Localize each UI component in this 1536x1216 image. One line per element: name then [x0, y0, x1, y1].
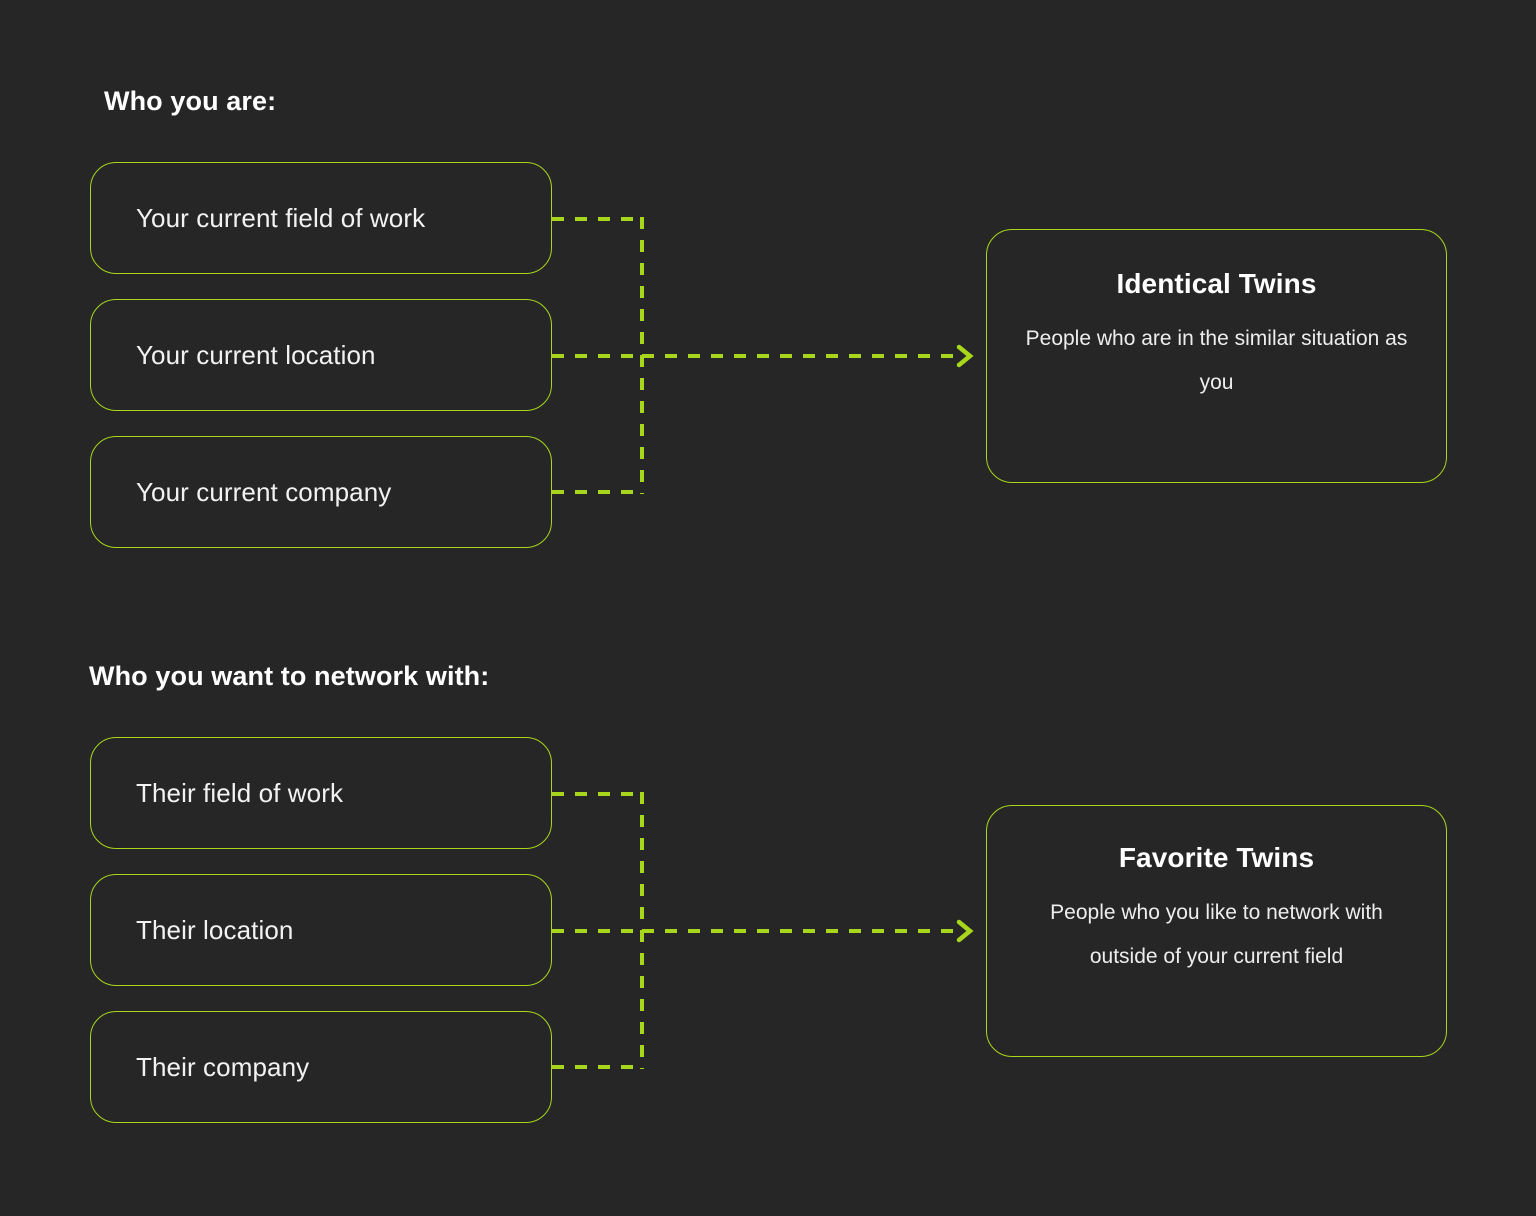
- outcome-card-identical-twins[interactable]: Identical Twins People who are in the si…: [986, 229, 1447, 483]
- section-heading-who-you-are: Who you are:: [104, 86, 277, 116]
- chevron-right-icon: [956, 919, 974, 943]
- outcome-card-favorite-twins[interactable]: Favorite Twins People who you like to ne…: [986, 805, 1447, 1057]
- attribute-pill-label: Their location: [136, 914, 294, 945]
- attribute-pill-label: Your current location: [136, 339, 376, 370]
- attribute-pill-label: Their field of work: [136, 777, 344, 808]
- outcome-card-description: People who are in the similar situation …: [1025, 327, 1408, 394]
- outcome-card-description: People who you like to network with outs…: [1050, 901, 1383, 968]
- identical-twins-connector: [552, 217, 974, 494]
- favorite-twins-connector: [552, 792, 974, 1069]
- attribute-pill-your-current-company[interactable]: Your current company: [90, 436, 552, 548]
- attribute-pill-your-current-field-of-work[interactable]: Your current field of work: [90, 162, 552, 274]
- attribute-pill-their-company[interactable]: Their company: [90, 1011, 552, 1123]
- attribute-pill-their-location[interactable]: Their location: [90, 874, 552, 986]
- attribute-pill-your-current-location[interactable]: Your current location: [90, 299, 552, 411]
- attribute-pill-label: Your current field of work: [136, 202, 426, 233]
- outcome-card-title: Favorite Twins: [1118, 842, 1315, 873]
- attribute-pill-label: Their company: [136, 1051, 310, 1082]
- chevron-right-icon: [956, 344, 974, 368]
- attribute-pill-their-field-of-work[interactable]: Their field of work: [90, 737, 552, 849]
- section-heading-who-you-want-to-network-with: Who you want to network with:: [89, 661, 490, 691]
- attribute-pill-label: Your current company: [136, 476, 392, 507]
- outcome-card-title: Identical Twins: [1116, 268, 1317, 299]
